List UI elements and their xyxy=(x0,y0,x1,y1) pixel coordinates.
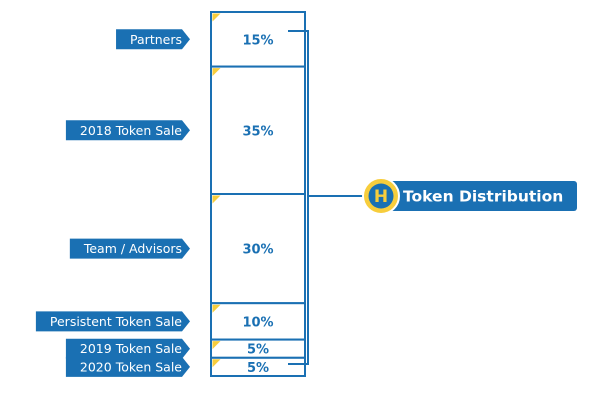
bar-segment-rect xyxy=(210,11,306,68)
bar-segment: 15% xyxy=(210,11,306,68)
chart-title: H Token Distribution xyxy=(362,177,577,215)
bracket xyxy=(288,30,368,365)
category-label: 2018 Token Sale xyxy=(65,120,190,141)
data-label: 5% xyxy=(247,361,269,376)
corner-accent xyxy=(212,341,221,350)
category-label: 2019 Token Sale xyxy=(65,338,190,359)
category-label-text: 2020 Token Sale xyxy=(80,359,182,374)
bar-segment: 10% xyxy=(210,302,306,341)
category-label: 2020 Token Sale xyxy=(65,356,190,377)
data-label: 5% xyxy=(247,343,269,358)
category-label-tag xyxy=(65,356,190,377)
stacked-bar: 15% 35% 30% 10% 5% 5% xyxy=(210,11,306,377)
h-logo-icon-glyph: H xyxy=(374,187,388,207)
category-label-text: Partners xyxy=(130,32,182,47)
bar-segment: 35% xyxy=(210,65,306,195)
data-label: 10% xyxy=(242,315,273,330)
corner-accent xyxy=(212,304,221,313)
category-label-tag xyxy=(69,238,190,259)
bar-segment: 5% xyxy=(210,338,306,359)
title-badge xyxy=(376,181,577,211)
category-label-tag xyxy=(65,338,190,359)
category-label-tag xyxy=(116,29,190,50)
data-label: 30% xyxy=(242,243,273,258)
corner-accent xyxy=(212,195,221,204)
category-label: Partners xyxy=(116,29,190,50)
bar-segment-rect xyxy=(210,356,306,377)
chart-title-text: Token Distribution xyxy=(403,188,563,206)
data-label: 15% xyxy=(242,33,273,48)
category-label-text: 2018 Token Sale xyxy=(80,123,182,138)
category-label-tag xyxy=(65,120,190,141)
bar-segment-rect xyxy=(210,65,306,195)
corner-accent xyxy=(212,13,221,22)
corner-accent xyxy=(212,68,221,77)
category-label: Persistent Token Sale xyxy=(35,311,190,332)
category-label-text: 2019 Token Sale xyxy=(80,341,182,356)
corner-accent xyxy=(212,359,221,368)
h-logo-icon-inner xyxy=(368,183,394,209)
category-label: Team / Advisors xyxy=(69,238,190,259)
bar-segment-rect xyxy=(210,193,306,305)
category-label-text: Persistent Token Sale xyxy=(50,314,182,329)
category-label-tag xyxy=(35,311,190,332)
bracket-line xyxy=(288,30,309,365)
data-label: 35% xyxy=(242,124,273,139)
bar-segment: 30% xyxy=(210,193,306,305)
bar-segment: 5% xyxy=(210,356,306,377)
category-label-text: Team / Advisors xyxy=(83,241,182,256)
